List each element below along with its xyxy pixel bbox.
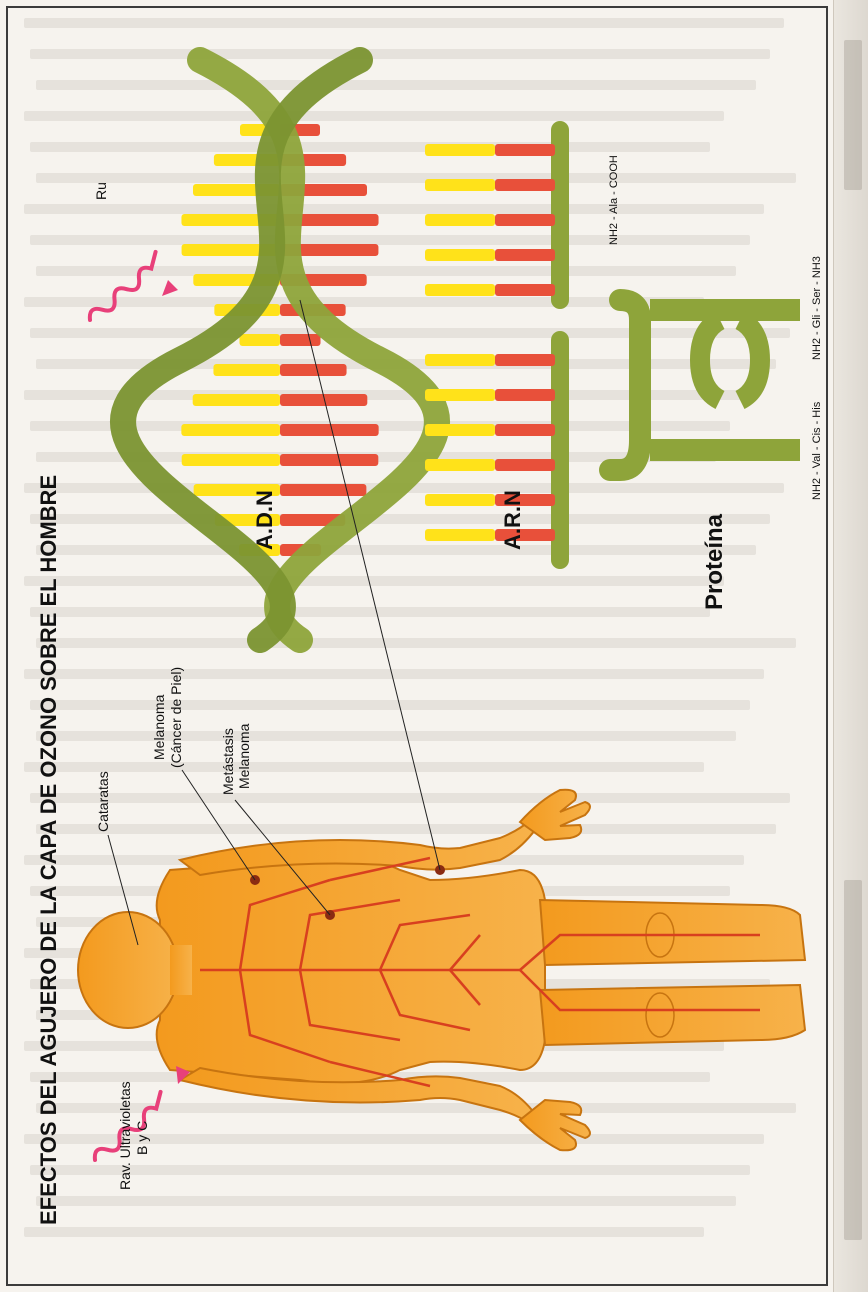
- rna-base-yellow: [425, 494, 495, 506]
- uv-label-bc: B y C: [134, 1121, 150, 1155]
- melanoma-label: Melanoma: [151, 694, 167, 760]
- arn-label: A.R.N: [500, 490, 525, 550]
- rna-base-yellow: [425, 179, 495, 191]
- rna-base-red: [495, 249, 555, 261]
- rna-base-yellow: [425, 284, 495, 296]
- metastasis-label: Metástasis: [220, 728, 236, 795]
- protein-segment-label: NH2 - Val - Cis - His: [811, 401, 823, 500]
- protein-chain: NH2 - Ala - COOH NH2 - Gli - Ser - NH3 N…: [608, 155, 823, 500]
- dna-base-yellow: [181, 424, 280, 436]
- uv-label: Rav. Ultravioletas: [117, 1081, 133, 1190]
- rna-base-red: [495, 354, 555, 366]
- dna-base-red: [280, 484, 366, 496]
- dna-base-yellow: [182, 454, 280, 466]
- dna-base-yellow: [239, 334, 280, 346]
- adn-label: A.D.N: [252, 490, 277, 550]
- rna-base-yellow: [425, 249, 495, 261]
- cataratas-label: Cataratas: [95, 771, 111, 832]
- dna-base-yellow: [213, 364, 280, 376]
- rna-base-yellow: [425, 214, 495, 226]
- protein-segment-label: NH2 - Ala - COOH: [608, 155, 620, 245]
- rna-base-red: [495, 179, 555, 191]
- rna-strands: [425, 130, 560, 560]
- dna-double-helix: [123, 60, 437, 640]
- protein-segment-label: NH2 - Gli - Ser - NH3: [811, 256, 823, 360]
- dna-base-red: [280, 424, 379, 436]
- ru-label: Ru: [93, 182, 109, 200]
- dna-base-yellow: [193, 394, 280, 406]
- rna-base-red: [495, 459, 555, 471]
- rna-base-yellow: [425, 354, 495, 366]
- rna-base-red: [495, 389, 555, 401]
- dna-base-red: [280, 364, 347, 376]
- page-title: EFECTOS DEL AGUJERO DE LA CAPA DE OZONO …: [36, 475, 61, 1225]
- rna-base-red: [495, 144, 555, 156]
- human-body-figure: [78, 790, 805, 1151]
- rna-base-yellow: [425, 424, 495, 436]
- rna-base-yellow: [425, 389, 495, 401]
- dna-base-red: [280, 454, 378, 466]
- melanoma-sublabel: (Cáncer de Piel): [168, 667, 184, 768]
- dna-base-red: [280, 334, 321, 346]
- rna-base-yellow: [425, 529, 495, 541]
- rna-base-red: [495, 214, 555, 226]
- uv-wave-arrow-upper: [84, 252, 178, 325]
- proteina-label: Proteína: [701, 513, 728, 610]
- rna-base-yellow: [425, 459, 495, 471]
- metastasis-sublabel: Melanoma: [236, 723, 252, 789]
- rna-base-red: [495, 284, 555, 296]
- rna-base-red: [495, 424, 555, 436]
- rna-base-yellow: [425, 144, 495, 156]
